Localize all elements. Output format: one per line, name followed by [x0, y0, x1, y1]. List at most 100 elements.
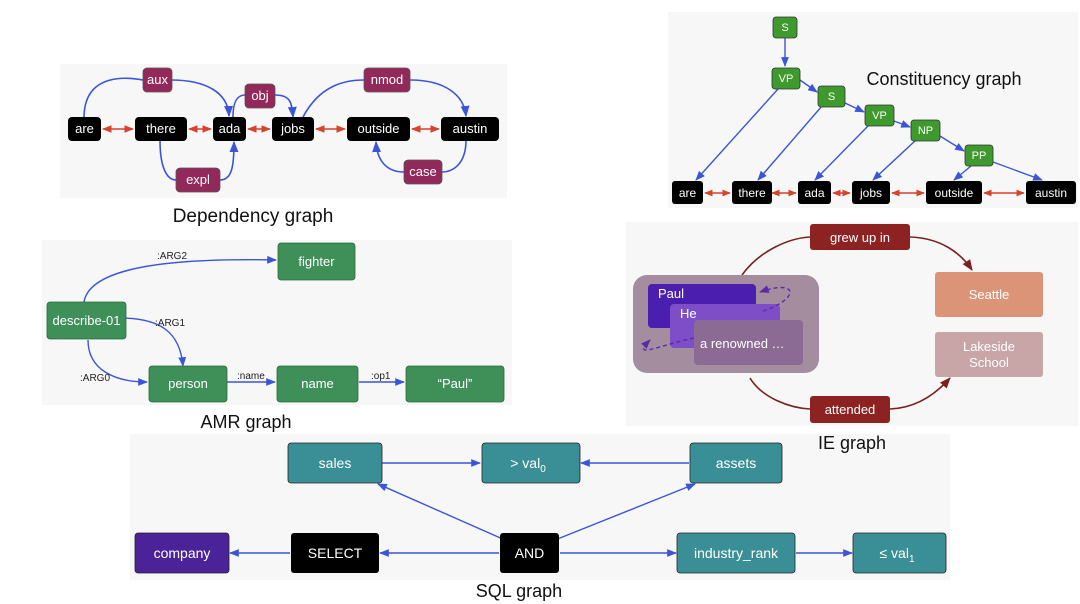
ie-edges: [741, 236, 973, 410]
sql-node: AND: [500, 533, 559, 573]
constituency-edges: [695, 38, 1043, 181]
const-word-label: there: [738, 186, 766, 200]
dep-word-label: are: [75, 121, 94, 136]
amr-node-label: describe-01: [53, 313, 121, 328]
dep-word-label: austin: [453, 121, 488, 136]
ie-mention-label: He: [680, 306, 697, 321]
sql-node: assets: [689, 442, 783, 484]
dep-edge-obj-jobs: [274, 94, 297, 119]
const-word-label: are: [679, 186, 697, 200]
dependency-relations: aux obj nmod expl case: [142, 67, 443, 193]
ie-coref-arcs: [640, 285, 791, 351]
dep-word-node: are: [68, 117, 101, 141]
amr-node: “Paul”: [405, 365, 505, 403]
amr-edge-label: :op1: [371, 371, 391, 382]
dep-edge-aux-ada: [170, 79, 234, 118]
sql-node: industry_rank: [676, 532, 796, 574]
amr-edge-label: :ARG0: [80, 373, 110, 384]
ie-relation-node: attended: [810, 396, 890, 423]
amr-node: fighter: [277, 242, 356, 281]
dep-word-node: jobs: [272, 117, 314, 141]
const-word-node: outside: [926, 181, 982, 204]
const-node: VP: [771, 67, 801, 90]
sql-node-label: SELECT: [308, 545, 363, 561]
ie-mention-node: a renowned …: [694, 320, 803, 365]
sql-nodes: sales > val0 assets company SELECT AND i…: [134, 442, 947, 574]
amr-node-label: “Paul”: [438, 376, 473, 391]
amr-edge-label: :ARG1: [155, 318, 185, 329]
const-word-label: jobs: [859, 186, 882, 200]
amr-edge-label: :name: [237, 371, 265, 382]
amr-nodes: describe-01 fighter person name “Paul”: [46, 242, 505, 403]
dep-relation-label: expl: [186, 172, 210, 187]
sql-caption: SQL graph: [476, 581, 562, 601]
amr-node: describe-01: [46, 301, 127, 340]
const-node-label: S: [828, 91, 835, 103]
const-word-node: austin: [1026, 181, 1076, 204]
const-node: PP: [964, 144, 994, 167]
const-word-node: ada: [798, 181, 831, 204]
ie-caption: IE graph: [818, 433, 886, 453]
ie-relation-label: grew up in: [830, 230, 890, 245]
sql-node: ≤ val1: [852, 532, 947, 574]
dep-relation-node: aux: [142, 67, 173, 93]
const-node-label: NP: [918, 125, 933, 137]
ie-entity-label: Seattle: [969, 287, 1009, 302]
ie-mention-label: a renowned …: [700, 336, 785, 351]
dep-relation-node: nmod: [363, 67, 411, 93]
sql-edges: [229, 459, 853, 557]
const-node: VP: [864, 104, 895, 127]
const-node: S: [817, 85, 846, 108]
constituency-caption: Constituency graph: [866, 69, 1021, 89]
dep-word-node: austin: [441, 117, 499, 141]
dep-edge-austin-case: [441, 139, 467, 173]
const-word-label: outside: [935, 186, 974, 200]
dep-relation-node: obj: [244, 83, 276, 109]
amr-caption: AMR graph: [200, 412, 291, 432]
dep-word-node: ada: [213, 117, 246, 141]
dep-relation-label: aux: [147, 72, 168, 87]
dep-edge-nmod-austin: [409, 79, 470, 118]
const-word-node: there: [732, 181, 772, 204]
amr-node: name: [276, 365, 359, 403]
dep-relation-label: case: [409, 164, 436, 179]
const-word-label: ada: [804, 186, 824, 200]
dep-edge-there-expl: [159, 139, 177, 181]
ie-relation-label: attended: [825, 402, 876, 417]
amr-node: person: [148, 365, 228, 403]
dep-relation-node: expl: [175, 167, 221, 193]
const-node-label: S: [781, 22, 788, 34]
sql-node-label: company: [154, 545, 211, 561]
dep-word-label: outside: [358, 121, 400, 136]
const-word-node: jobs: [852, 181, 890, 204]
ie-relations: grew up in attended: [810, 224, 910, 423]
sql-node-label: sales: [319, 455, 352, 471]
const-word-label: austin: [1035, 186, 1067, 200]
amr-node-label: person: [168, 376, 208, 391]
const-node-label: PP: [972, 150, 987, 162]
ie-relation-node: grew up in: [810, 224, 910, 250]
const-word-node: are: [672, 181, 703, 204]
dep-edge-case-outside: [372, 140, 405, 173]
ie-entity-node: Seattle: [935, 272, 1043, 317]
dep-edge-ada-obj: [232, 94, 246, 118]
amr-edge-label: :ARG2: [157, 251, 187, 262]
dep-edge-expl-ada: [219, 140, 239, 181]
dep-word-label: jobs: [280, 121, 305, 136]
dependency-edges: [83, 77, 470, 181]
amr-node-label: name: [301, 376, 334, 391]
const-node-label: VP: [872, 110, 887, 122]
sql-node-label: ≤ val1: [879, 545, 914, 565]
dep-word-node: there: [135, 117, 187, 141]
dep-relation-node: case: [403, 159, 443, 185]
dep-relation-label: nmod: [371, 72, 404, 87]
sql-node-label: > val0: [510, 455, 546, 475]
sql-node: SELECT: [291, 533, 379, 573]
sql-node: > val0: [481, 442, 581, 484]
const-node: S: [772, 16, 798, 39]
dep-edge-jobs-nmod: [302, 79, 365, 118]
